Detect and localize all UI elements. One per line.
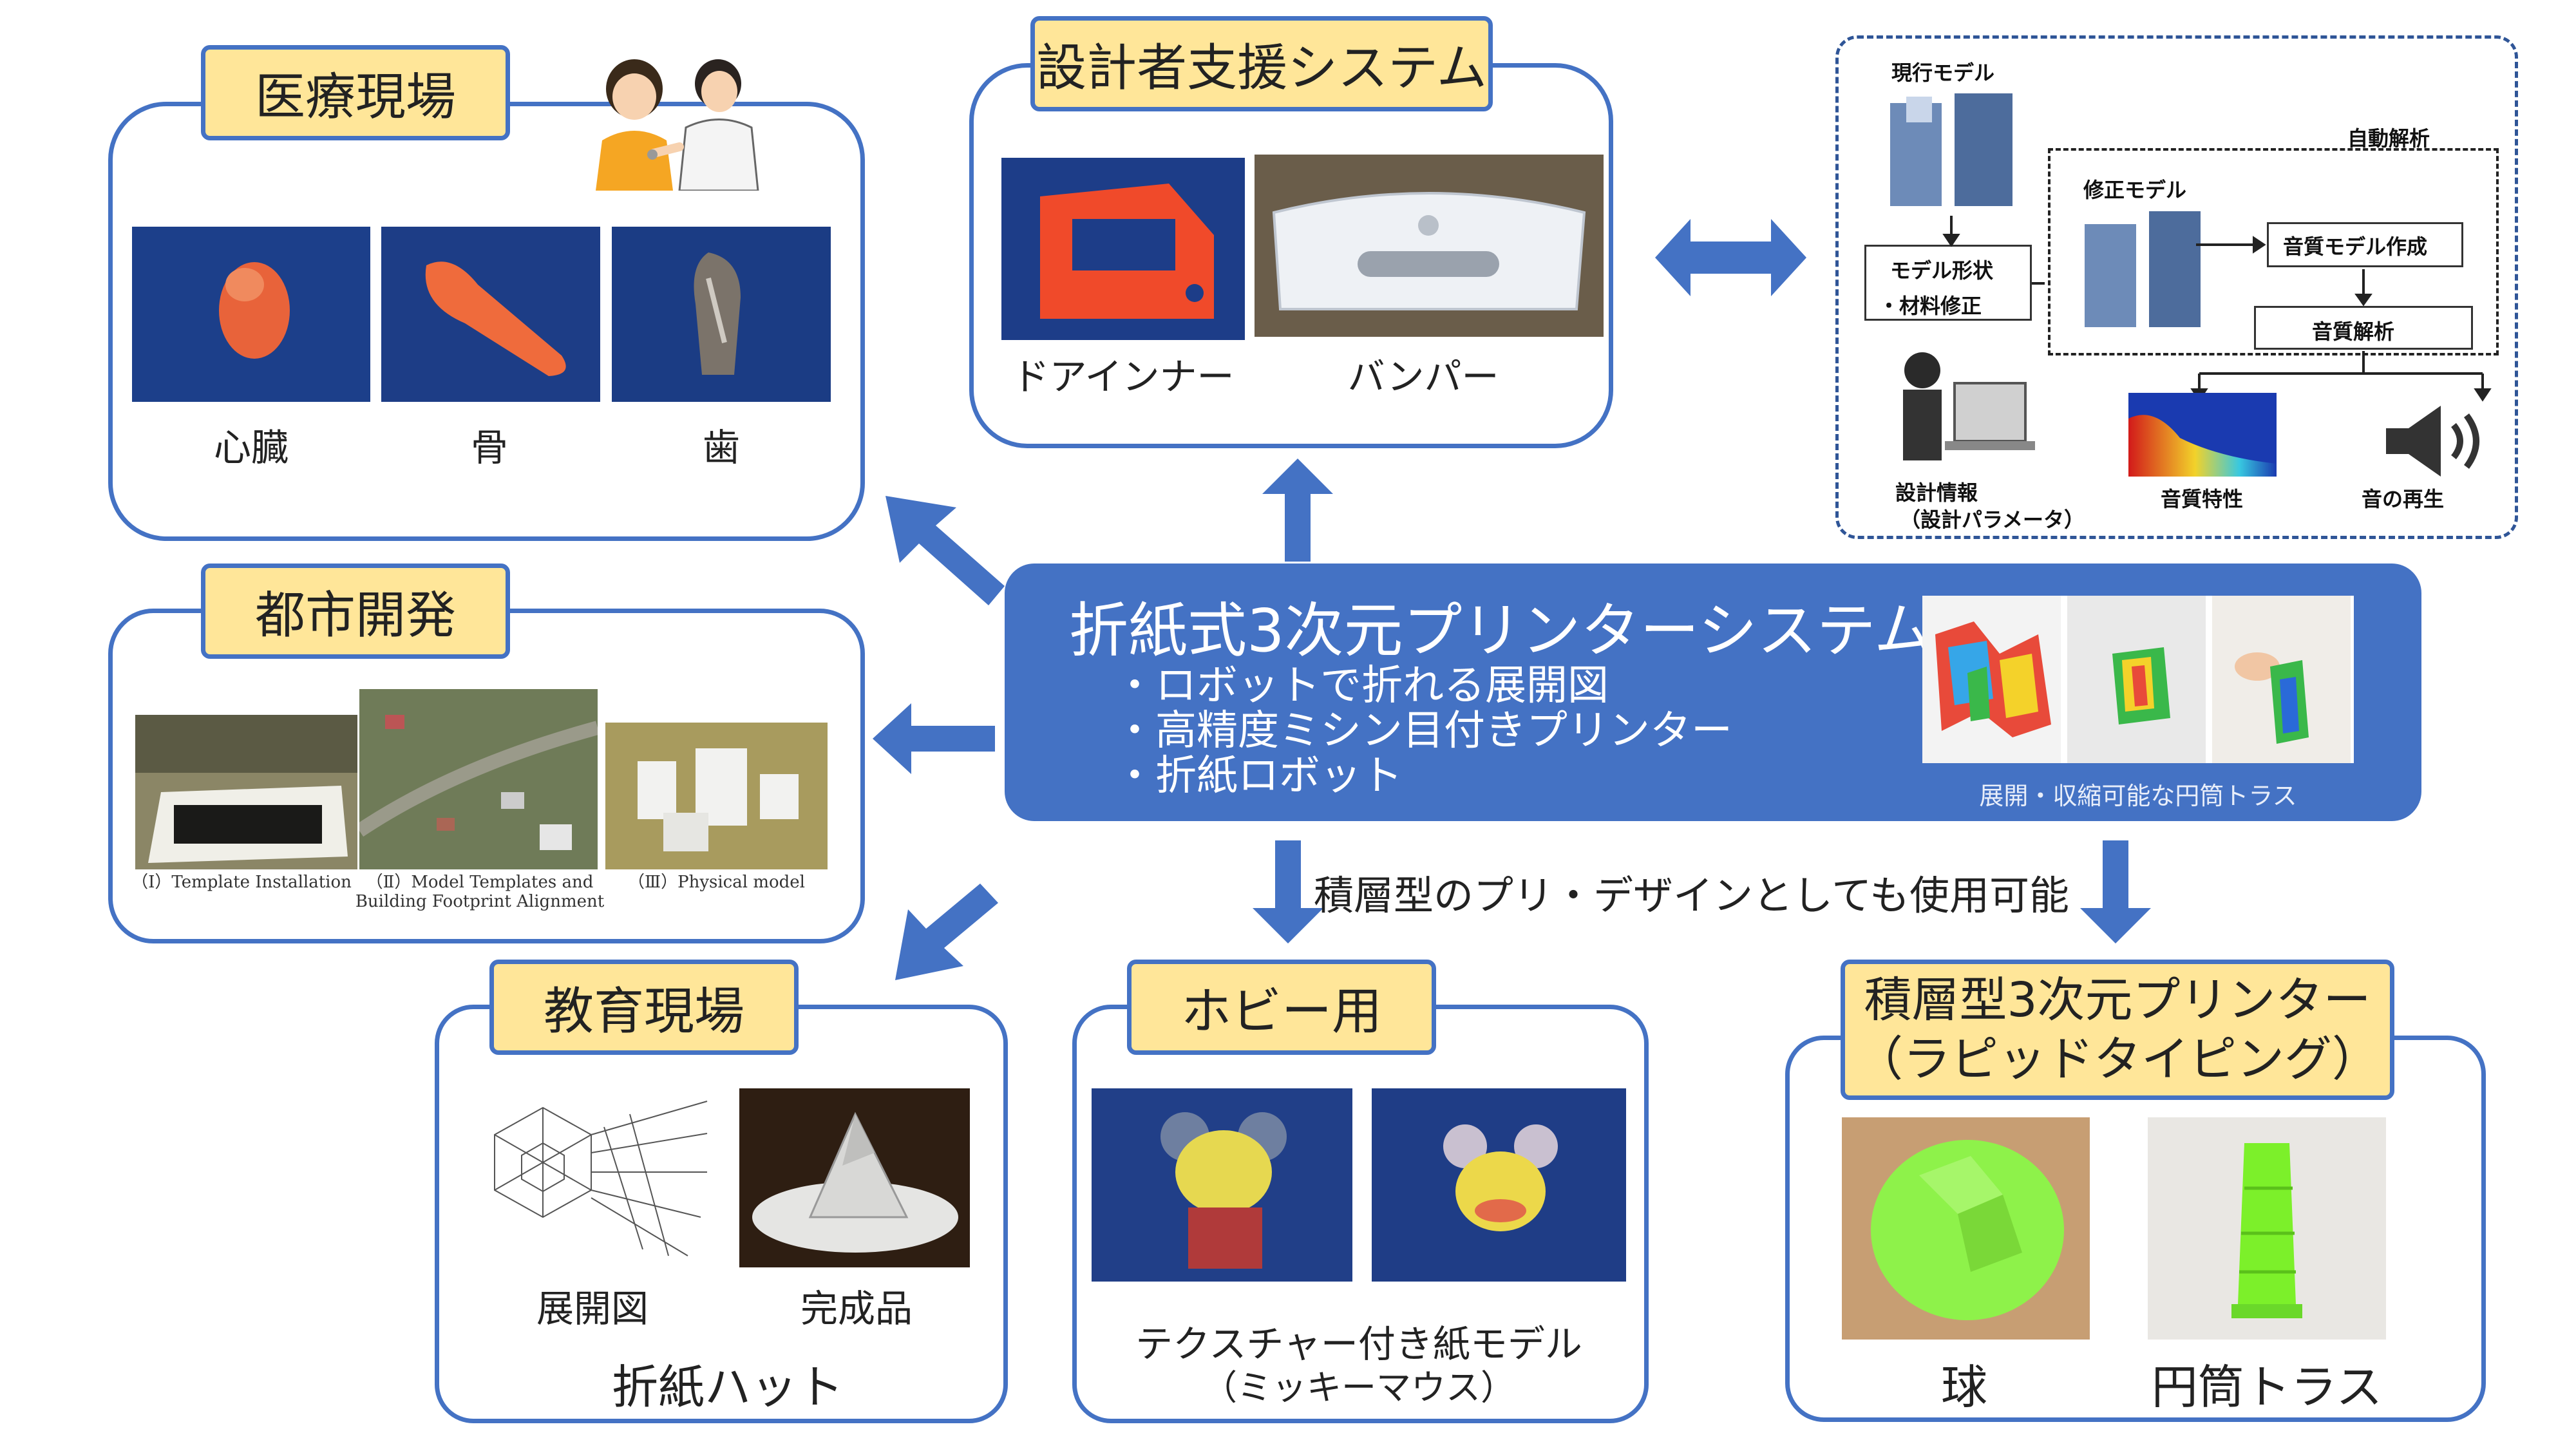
auto-analysis-label: 自動解析 bbox=[2347, 126, 2430, 151]
center-bullet-3: ・折紙ロボット bbox=[1114, 752, 1403, 800]
mickey-photo-2 bbox=[1372, 1088, 1626, 1282]
design-flow-panel: 現行モデル 自動解析 修正モデル モデル形状 ・材料修正 音質モデル作成 音質解… bbox=[1835, 35, 2518, 539]
arrow-to-rapid bbox=[2080, 840, 2151, 943]
mickey-photo-1 bbox=[1092, 1088, 1352, 1282]
door-inner-photo bbox=[1001, 158, 1245, 340]
rapid-caption-truss: 円筒トラス bbox=[2151, 1360, 2383, 1414]
truss-photo-3 bbox=[2212, 596, 2351, 763]
auto-analysis-box bbox=[2048, 148, 2499, 355]
sphere-photo bbox=[1842, 1117, 2090, 1340]
urban-photo-installation bbox=[135, 715, 357, 869]
medical-title: 医療現場 bbox=[201, 45, 510, 140]
rapid-title-line1: 積層型3次元プリンター bbox=[1864, 972, 2371, 1028]
truss-photo-strip bbox=[1922, 596, 2354, 763]
center-bullet-2: ・高精度ミシン目付きプリンター bbox=[1114, 707, 1732, 755]
modified-model-label: 修正モデル bbox=[2083, 178, 2187, 202]
truss-photo-caption: 展開・収縮可能な円筒トラス bbox=[1979, 782, 2297, 810]
sound-model-label: 音質モデル作成 bbox=[2283, 234, 2428, 259]
arrow-to-designer bbox=[1262, 459, 1333, 562]
current-model-label: 現行モデル bbox=[1891, 61, 1995, 85]
design-info-line1: 設計情報 bbox=[1895, 480, 1978, 505]
designer-title: 設計者支援システム bbox=[1030, 16, 1493, 111]
truss-photo-2 bbox=[2067, 596, 2206, 763]
designer-caption-bumper: バンパー bbox=[1347, 355, 1499, 399]
designer-at-computer-illustration bbox=[1903, 352, 2035, 460]
current-model-image bbox=[1890, 93, 2012, 206]
sound-analysis-box bbox=[2254, 306, 2473, 350]
center-system-box: 折紙式3次元プリンターシステム ・ロボットで折れる展開図 ・高精度ミシン目付きプ… bbox=[1005, 564, 2421, 821]
education-caption-pattern: 展開図 bbox=[536, 1287, 649, 1331]
cylinder-truss-photo bbox=[2148, 1117, 2386, 1340]
rapid-caption-sphere: 球 bbox=[1940, 1360, 1987, 1414]
modified-model-image bbox=[2085, 211, 2201, 327]
doctor-patient-illustration bbox=[596, 59, 759, 191]
education-caption-finished: 完成品 bbox=[800, 1287, 913, 1331]
tooth-photo bbox=[612, 227, 831, 402]
double-arrow bbox=[1655, 219, 1806, 296]
medical-caption-tooth: 歯 bbox=[702, 426, 740, 469]
crease-pattern-image bbox=[475, 1088, 714, 1267]
arrow-to-education bbox=[895, 884, 998, 980]
education-title: 教育現場 bbox=[489, 960, 799, 1055]
arrow-to-urban bbox=[873, 703, 995, 774]
urban-photo-physical bbox=[605, 723, 828, 869]
design-info-line2: （設計パラメータ） bbox=[1900, 507, 2085, 532]
sound-model-box bbox=[2267, 222, 2463, 267]
truss-photo-1 bbox=[1922, 596, 2061, 763]
flow-arrows bbox=[1942, 216, 2492, 402]
bone-photo bbox=[381, 227, 600, 402]
hobby-caption-line2: （ミッキーマウス） bbox=[1202, 1367, 1515, 1408]
sound-analysis-label: 音質解析 bbox=[2312, 319, 2395, 344]
arrow-to-medical bbox=[886, 496, 1005, 605]
shape-fix-line2: ・材料修正 bbox=[1879, 294, 1982, 318]
hobby-caption-line1: テクスチャー付き紙モデル bbox=[1135, 1322, 1582, 1366]
urban-title: 都市開発 bbox=[201, 564, 510, 659]
urban-caption-1: （Ⅰ）Template Installation bbox=[131, 873, 352, 892]
medical-caption-bone: 骨 bbox=[470, 426, 508, 469]
finished-hat-photo bbox=[739, 1088, 970, 1267]
urban-photo-aerial bbox=[359, 689, 598, 869]
rapid-title-line2: （ラピッドタイピング） bbox=[1855, 1032, 2380, 1087]
center-bullet-1: ・ロボットで折れる展開図 bbox=[1114, 662, 1609, 710]
shape-fix-box bbox=[1864, 245, 2032, 321]
education-subtitle: 折紙ハット bbox=[611, 1360, 844, 1414]
urban-caption-2: （Ⅱ）Model Templates and Building Footprin… bbox=[355, 873, 605, 911]
prelayer-design-label: 積層型のプリ・デザインとしても使用可能 bbox=[1314, 872, 2070, 919]
bumper-photo bbox=[1255, 155, 1604, 337]
sound-playback-label: 音の再生 bbox=[2362, 487, 2445, 511]
sound-spectrum-image bbox=[2128, 393, 2277, 477]
designer-caption-door: ドアインナー bbox=[1012, 355, 1235, 399]
sound-property-label: 音質特性 bbox=[2161, 487, 2244, 511]
urban-caption-3: （Ⅲ）Physical model bbox=[628, 873, 805, 892]
heart-photo bbox=[132, 227, 370, 402]
shape-fix-line1: モデル形状 bbox=[1890, 258, 1994, 283]
speaker-icon bbox=[2386, 406, 2479, 477]
center-title: 折紙式3次元プリンターシステム bbox=[1069, 596, 1933, 665]
arrow-to-hobby bbox=[1253, 840, 1323, 943]
hobby-title: ホビー用 bbox=[1127, 960, 1436, 1055]
medical-caption-heart: 心臓 bbox=[213, 426, 289, 469]
rapid-title: 積層型3次元プリンター （ラピッドタイピング） bbox=[1841, 960, 2394, 1100]
center-bullets: ・ロボットで折れる展開図 ・高精度ミシン目付きプリンター ・折紙ロボット bbox=[1114, 663, 1732, 799]
